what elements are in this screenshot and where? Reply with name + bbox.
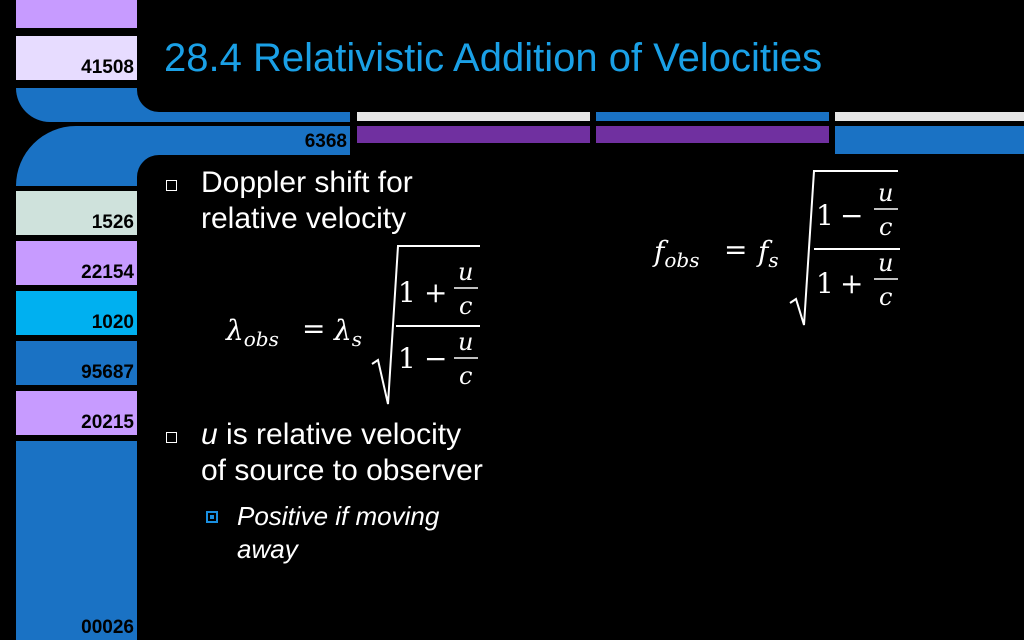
eq-freq-num-one: 1 [816, 199, 834, 232]
eq-lambda-num-c: c [459, 292, 472, 320]
sidebar-block-95687: 95687 [16, 341, 137, 385]
bullet-marker-2 [166, 432, 177, 443]
sidebar-block-top [16, 0, 137, 28]
bullet-1: Doppler shift for relative velocity [201, 166, 413, 235]
eq-lambda-num-op: + [424, 276, 447, 309]
lower-elbow-inner [137, 155, 350, 195]
top-bar-3 [835, 112, 1024, 121]
top-bar-1 [357, 112, 590, 121]
eq-freq-den-c: c [879, 283, 892, 311]
slide-title: 28.4 Relativistic Addition of Velocities [164, 36, 823, 80]
eq-freq-den-op: + [840, 267, 863, 300]
sidebar-block-00026: 00026 [16, 441, 137, 640]
bullet-marker-1 [166, 180, 177, 191]
eq-freq-radical [789, 170, 898, 326]
eq-lambda-lhs: λobs [225, 314, 279, 351]
purple-bar-2 [596, 126, 829, 143]
upper-elbow-arm [16, 88, 137, 122]
eq-freq-num-op: − [840, 199, 863, 232]
eq-freq-lhs: fobs [652, 235, 699, 272]
sidebar-block-41508: 41508 [16, 36, 137, 80]
eq-freq-den-u: u [878, 249, 893, 277]
eq-freq-rhs: fs [756, 235, 779, 272]
eq-freq-num-c: c [879, 213, 892, 241]
upper-elbow-inner [137, 0, 350, 112]
equation-frequency: fobs = fs 1 − u c 1 + u c [652, 170, 900, 326]
sub-bullet: Positive if moving away [237, 501, 440, 564]
top-bar-2 [596, 112, 829, 121]
code-6368: 6368 [304, 131, 347, 152]
sidebar-block-1526: 1526 [16, 191, 137, 235]
eq-lambda-rhs: λs [333, 314, 362, 351]
sub-bullet-marker [206, 511, 218, 523]
sidebar-block-20215: 20215 [16, 391, 137, 435]
sidebar-block-1020: 1020 [16, 291, 137, 335]
purple-bar-1 [357, 126, 590, 143]
eq-lambda-den-c: c [459, 362, 472, 390]
eq-lambda-den-one: 1 [398, 342, 416, 375]
eq-freq-equals: = [724, 233, 747, 266]
eq-lambda-num-one: 1 [398, 276, 416, 309]
eq-lambda-den-op: − [424, 342, 447, 375]
sidebar-block-22154: 22154 [16, 241, 137, 285]
blue-bar-3 [835, 126, 1024, 154]
variable-u: u [201, 418, 218, 451]
eq-freq-den-one: 1 [816, 267, 834, 300]
eq-lambda-equals: = [302, 312, 325, 345]
bullet-2: u is relative velocity of source to obse… [201, 418, 483, 487]
sidebar-code: 41508 [81, 57, 134, 78]
eq-lambda-radical [371, 245, 480, 405]
equation-wavelength: λobs = λs 1 + u c 1 − u c [225, 245, 480, 405]
eq-lambda-num-u: u [458, 258, 473, 286]
eq-lambda-den-u: u [458, 328, 473, 356]
eq-freq-num-u: u [878, 179, 893, 207]
